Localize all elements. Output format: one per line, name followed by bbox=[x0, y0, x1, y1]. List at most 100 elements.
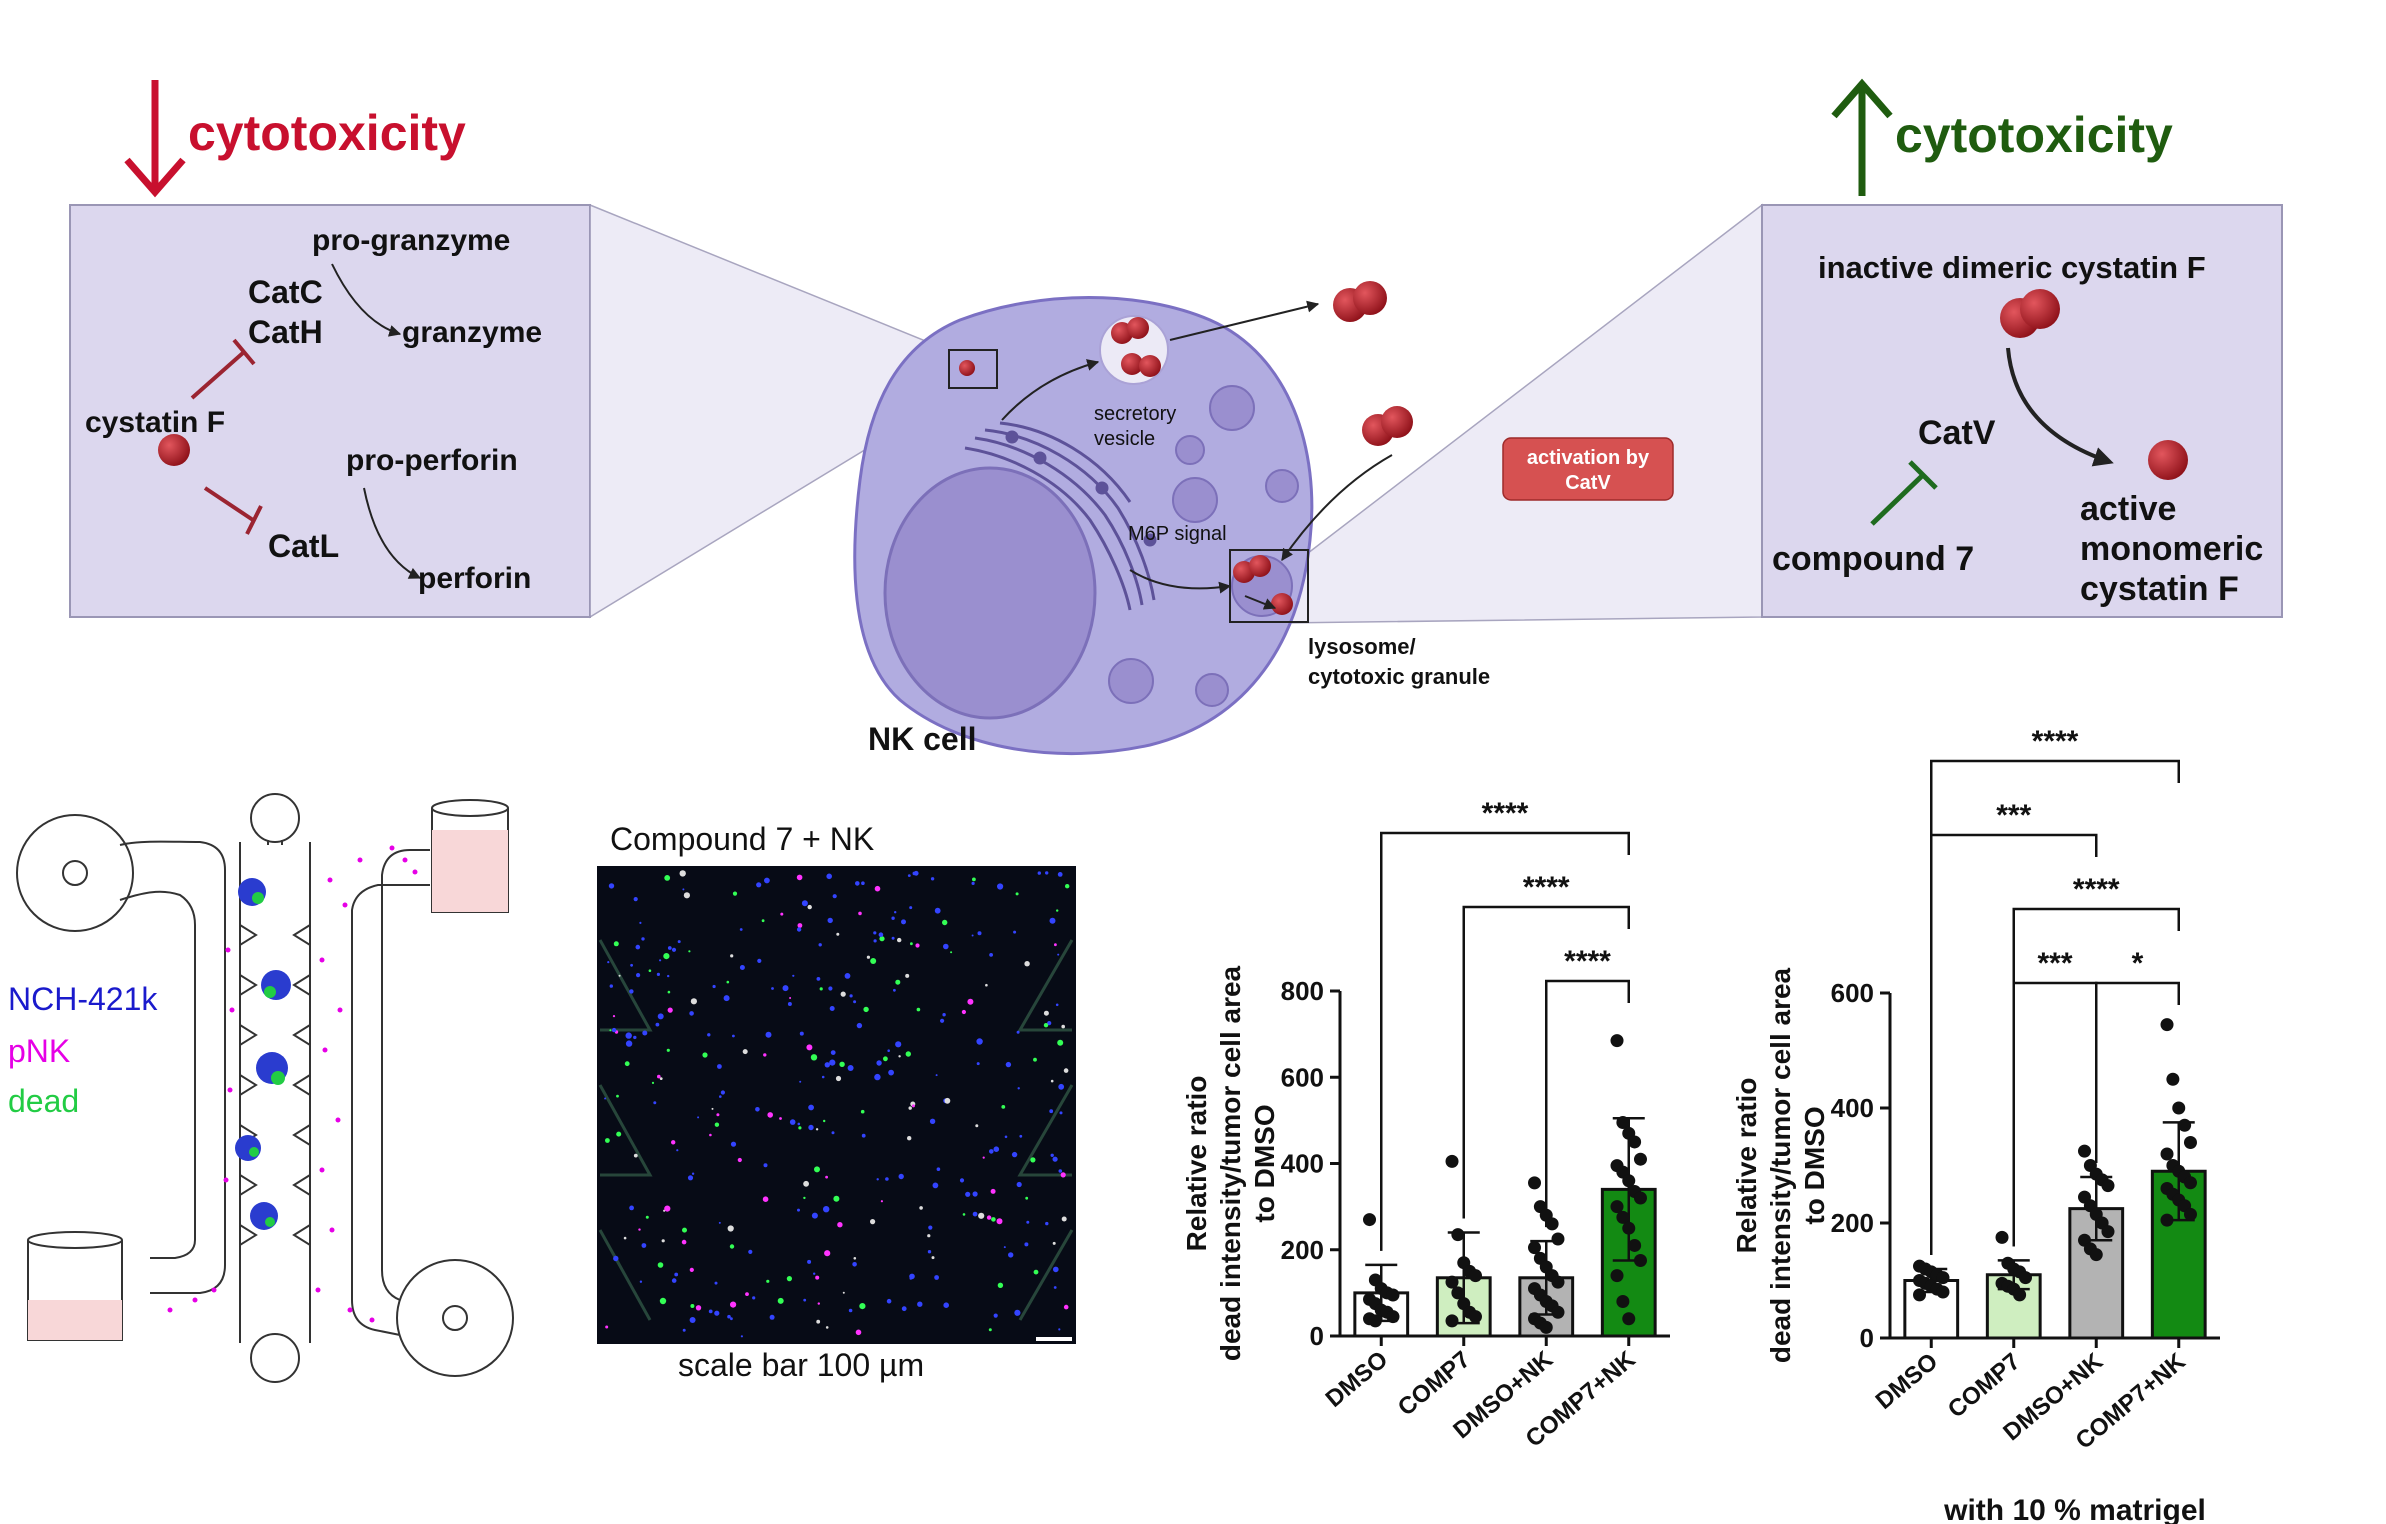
lysosome bbox=[1229, 549, 1309, 623]
cell-speckle bbox=[723, 995, 730, 1002]
cell-speckle bbox=[837, 1222, 843, 1228]
cell-speckle bbox=[690, 998, 698, 1005]
cell-speckle bbox=[806, 1044, 813, 1051]
cell-speckle bbox=[910, 942, 913, 946]
cell-speckle bbox=[943, 1302, 949, 1308]
cell-speckle bbox=[667, 990, 671, 994]
cell-speckle bbox=[1063, 1068, 1069, 1073]
cell-speckle bbox=[1050, 1153, 1054, 1158]
significance-bracket bbox=[2095, 981, 2180, 1163]
up-arrow-icon bbox=[1831, 78, 1893, 196]
secretion-arrow bbox=[1169, 300, 1320, 341]
cell-speckle bbox=[727, 1225, 734, 1232]
cell-speckle bbox=[887, 1049, 890, 1052]
cell-speckle bbox=[961, 1009, 967, 1015]
data-point bbox=[1551, 1232, 1565, 1246]
cell-speckle bbox=[720, 1090, 726, 1095]
cell-speckle bbox=[636, 973, 641, 978]
cell-speckle bbox=[798, 1126, 802, 1130]
cell-speckle bbox=[1030, 1157, 1036, 1163]
cell-speckle bbox=[950, 951, 953, 954]
data-point bbox=[2160, 1018, 2174, 1032]
nk-cell-illustration: secretory vesicle M6P signal lysosome/ c… bbox=[853, 296, 1490, 757]
data-point bbox=[1616, 1295, 1630, 1308]
data-point bbox=[2160, 1213, 2174, 1227]
cell-speckle bbox=[671, 1140, 676, 1145]
cell-speckle bbox=[730, 954, 734, 958]
nk-dots bbox=[167, 845, 418, 1323]
cell-speckle bbox=[982, 1156, 985, 1159]
y-tick-label: 200 bbox=[1831, 1208, 1874, 1238]
data-point bbox=[1551, 1275, 1565, 1289]
cell-speckle bbox=[1058, 1083, 1065, 1090]
cell-speckle bbox=[942, 919, 948, 926]
data-point bbox=[1936, 1271, 1950, 1285]
vesicle-ball bbox=[1139, 355, 1161, 377]
cell-speckle bbox=[873, 939, 877, 943]
data-point bbox=[2089, 1248, 2103, 1262]
significance-bracket bbox=[1462, 905, 1630, 1219]
cell-speckle bbox=[697, 1116, 700, 1119]
cell-speckle bbox=[674, 1272, 679, 1277]
cell-speckle bbox=[810, 1054, 818, 1061]
cell-speckle bbox=[659, 1077, 663, 1080]
cell-speckle bbox=[709, 1133, 712, 1137]
cell-speckle bbox=[618, 974, 621, 977]
data-point bbox=[1445, 1314, 1459, 1328]
uptake-cystatin-dimer bbox=[1362, 406, 1413, 446]
cell-speckle bbox=[876, 1060, 882, 1066]
granzyme-arrow bbox=[331, 263, 402, 337]
cell-speckle bbox=[769, 1314, 775, 1320]
cell-speckle bbox=[1033, 1269, 1039, 1275]
cell-speckle bbox=[1065, 884, 1070, 889]
cell-speckle bbox=[796, 927, 802, 932]
cell-speckle bbox=[866, 955, 871, 959]
cell-speckle bbox=[870, 1219, 876, 1225]
cell-speckle bbox=[797, 1208, 800, 1212]
cell-speckle bbox=[807, 904, 812, 910]
cell-speckle bbox=[842, 1291, 845, 1294]
cell-speckle bbox=[752, 1296, 756, 1300]
cell-speckle bbox=[1063, 1304, 1069, 1310]
right-mechanism-panel: inactive dimeric cystatin F CatV compoun… bbox=[1761, 204, 2283, 618]
cell-speckle bbox=[708, 1309, 713, 1314]
cell-speckle bbox=[612, 1015, 616, 1018]
cell-speckle bbox=[1024, 1242, 1029, 1247]
activation-badge: activation by CatV bbox=[1502, 437, 1674, 501]
cell-speckle bbox=[860, 1109, 865, 1114]
cell-speckle bbox=[1024, 961, 1030, 967]
cell-speckle bbox=[895, 1041, 902, 1048]
y-tick-label: 0 bbox=[1310, 1321, 1324, 1351]
reservoir-bottom bbox=[27, 1231, 123, 1341]
cell-speckle bbox=[835, 1075, 842, 1082]
cell-speckle bbox=[821, 1075, 825, 1079]
cell-speckle bbox=[1055, 1003, 1059, 1007]
cell-speckle bbox=[639, 1280, 643, 1283]
perforin-label: perforin bbox=[418, 562, 531, 595]
cell-speckle bbox=[1025, 1196, 1029, 1200]
cath-label: CatH bbox=[248, 314, 323, 350]
cell-speckle bbox=[823, 1206, 830, 1213]
cell-speckle bbox=[771, 987, 774, 990]
significance-bracket bbox=[1545, 979, 1630, 1228]
cell-speckle bbox=[764, 877, 770, 884]
data-point bbox=[1539, 1320, 1553, 1334]
significance-label: **** bbox=[1564, 945, 1611, 978]
cell-speckle bbox=[689, 1267, 694, 1272]
cell-speckle bbox=[1061, 1024, 1065, 1029]
cell-speckle bbox=[689, 1011, 694, 1016]
cell-speckle bbox=[1050, 1079, 1054, 1083]
cell-speckle bbox=[965, 1191, 971, 1197]
significance-bracket bbox=[2012, 981, 2098, 1247]
cell-speckle bbox=[792, 974, 795, 977]
cell-speckle bbox=[1054, 943, 1057, 947]
cell-speckle bbox=[855, 881, 860, 886]
cell-speckle bbox=[893, 988, 896, 992]
cell-speckle bbox=[817, 1302, 820, 1305]
cell-speckle bbox=[803, 1196, 806, 1200]
pro-perforin-label: pro-perforin bbox=[346, 444, 518, 477]
cell-speckle bbox=[836, 932, 840, 936]
cell-speckle bbox=[671, 1278, 677, 1283]
